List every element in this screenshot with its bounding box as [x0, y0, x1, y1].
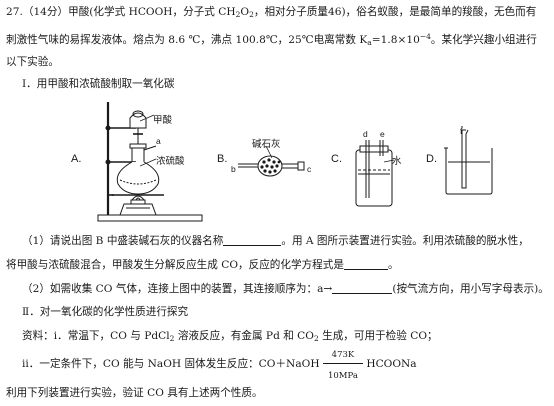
leader-line-soda-lime — [265, 146, 273, 159]
answer-blank-sequence[interactable] — [332, 282, 393, 294]
question-stem-line-2: 刺激性气味的易挥发液体。熔点为 8.6 ℃，沸点 100.8℃，25℃电离常数 … — [6, 30, 537, 50]
reaction-arrow — [322, 363, 363, 364]
figure-label-b: B. — [217, 153, 228, 165]
condition-pressure: 10MPa — [327, 371, 358, 381]
final-instruction: 利用下列装置进行实验，验证 CO 具有上述两个性质。 — [6, 387, 263, 399]
answer-blank-instrument[interactable] — [223, 234, 282, 246]
info-line-1: 资料：ⅰ．常温下，CO 与 PdCl2 溶液反应，有金属 Pd 和 CO2 生成… — [22, 329, 438, 346]
apparatus-c-drawing — [355, 140, 393, 207]
info-text: 溶液反应，有金属 Pd 和 CO — [174, 330, 314, 342]
info-text: 生成，可用于检验 CO； — [318, 330, 438, 342]
label-port-c: c — [307, 164, 312, 174]
apparatus-a-drawing — [97, 102, 203, 222]
label-port-b: b — [231, 164, 236, 174]
label-tube-d: d — [363, 129, 368, 139]
section-2-title: Ⅱ．对一氧化碳的化学性质进行探究 — [22, 306, 189, 318]
figure-label-d: D. — [426, 153, 437, 165]
condition-temperature: 473K — [331, 350, 355, 360]
question-text: （1）请说出图 B 中盛装碱石灰的仪器名称 — [22, 235, 224, 247]
apparatus-d-drawing — [444, 126, 493, 195]
subscript: 2 — [169, 334, 175, 343]
question-text: 。用 A 图所示装置进行实验。利用浓硫酸的脱水性， — [281, 235, 529, 247]
question-stem-line-3: 以下实验。 — [6, 55, 59, 69]
question-2-line: （2）如需收集 CO 气体，连接上图中的装置，其连接顺序为：a→ (按气流方向，用… — [22, 282, 549, 296]
question-stem-line-1: 27.（14分）甲酸(化学式 HCOOH，分子式 CH2O2，相对分子质量46)… — [6, 5, 536, 22]
stem-text: 刺激性气味的易挥发液体。熔点为 8.6 ℃，沸点 100.8℃，25℃电离常数 … — [6, 34, 368, 46]
label-outlet-a: a — [156, 136, 161, 146]
label-conc-sulfuric-acid: 浓硫酸 — [156, 156, 185, 167]
info-text: ⅱ．一定条件下，CO 能与 NaOH 固体发生反应：CO＋NaOH — [22, 358, 320, 370]
question-text: 将甲酸与浓硫酸混合，甲酸发生分解反应生成 CO，反应的化学方程式是 — [6, 259, 344, 271]
stem-text: 。某化学兴趣小组进行 — [430, 34, 537, 46]
superscript: −4 — [419, 32, 431, 41]
subscript: 2 — [313, 334, 319, 343]
label-formic-acid: 甲酸 — [153, 115, 173, 126]
question-text: 。 — [387, 259, 399, 271]
question-text: （2）如需收集 CO 气体，连接上图中的装置，其连接顺序为：a→ — [22, 283, 333, 295]
stem-text: O — [240, 6, 250, 18]
leader-line-sulfuric — [140, 158, 157, 167]
figure-label-c: C. — [331, 153, 342, 165]
label-soda-lime: 碱石灰 — [252, 139, 281, 150]
stem-text: 27.（14分）甲酸(化学式 HCOOH，分子式 CH — [6, 6, 236, 18]
subscript: 2 — [249, 10, 254, 19]
reaction-conditions: 473K 10MPa — [322, 350, 363, 381]
figure-label-a: A. — [71, 153, 82, 165]
label-tube-f: f — [460, 126, 463, 136]
label-tube-e: e — [380, 129, 385, 139]
answer-blank-equation[interactable] — [343, 258, 388, 270]
section-1-title: Ⅰ．用甲酸和浓硫酸制取一氧化碳 — [22, 78, 175, 90]
stem-text: ，相对分子质量46)，俗名蚁酸，是最简单的羧酸，无色而有 — [253, 6, 537, 18]
stem-text: 以下实验。 — [6, 56, 59, 68]
info-text: 资料：ⅰ．常温下，CO 与 PdCl — [22, 330, 170, 342]
leader-line-formic — [140, 114, 155, 122]
label-water: 水 — [392, 156, 402, 167]
subscript: a — [367, 38, 372, 47]
subscript: 2 — [235, 10, 241, 19]
question-1-line-2: 将甲酸与浓硫酸混合，甲酸发生分解反应生成 CO，反应的化学方程式是 。 — [6, 258, 399, 272]
stem-text: =1.8×10 — [371, 34, 420, 46]
info-text: HCOONa — [366, 358, 417, 370]
leader-line-water — [384, 159, 395, 163]
question-text: (按气流方向，用小写字母表示)。 — [392, 283, 549, 295]
info-line-2: ⅱ．一定条件下，CO 能与 NaOH 固体发生反应：CO＋NaOH 473K 1… — [22, 350, 417, 381]
apparatus-b-drawing — [238, 155, 305, 177]
question-1-line-1: （1）请说出图 B 中盛装碱石灰的仪器名称 。用 A 图所示装置进行实验。利用浓硫… — [22, 234, 529, 248]
